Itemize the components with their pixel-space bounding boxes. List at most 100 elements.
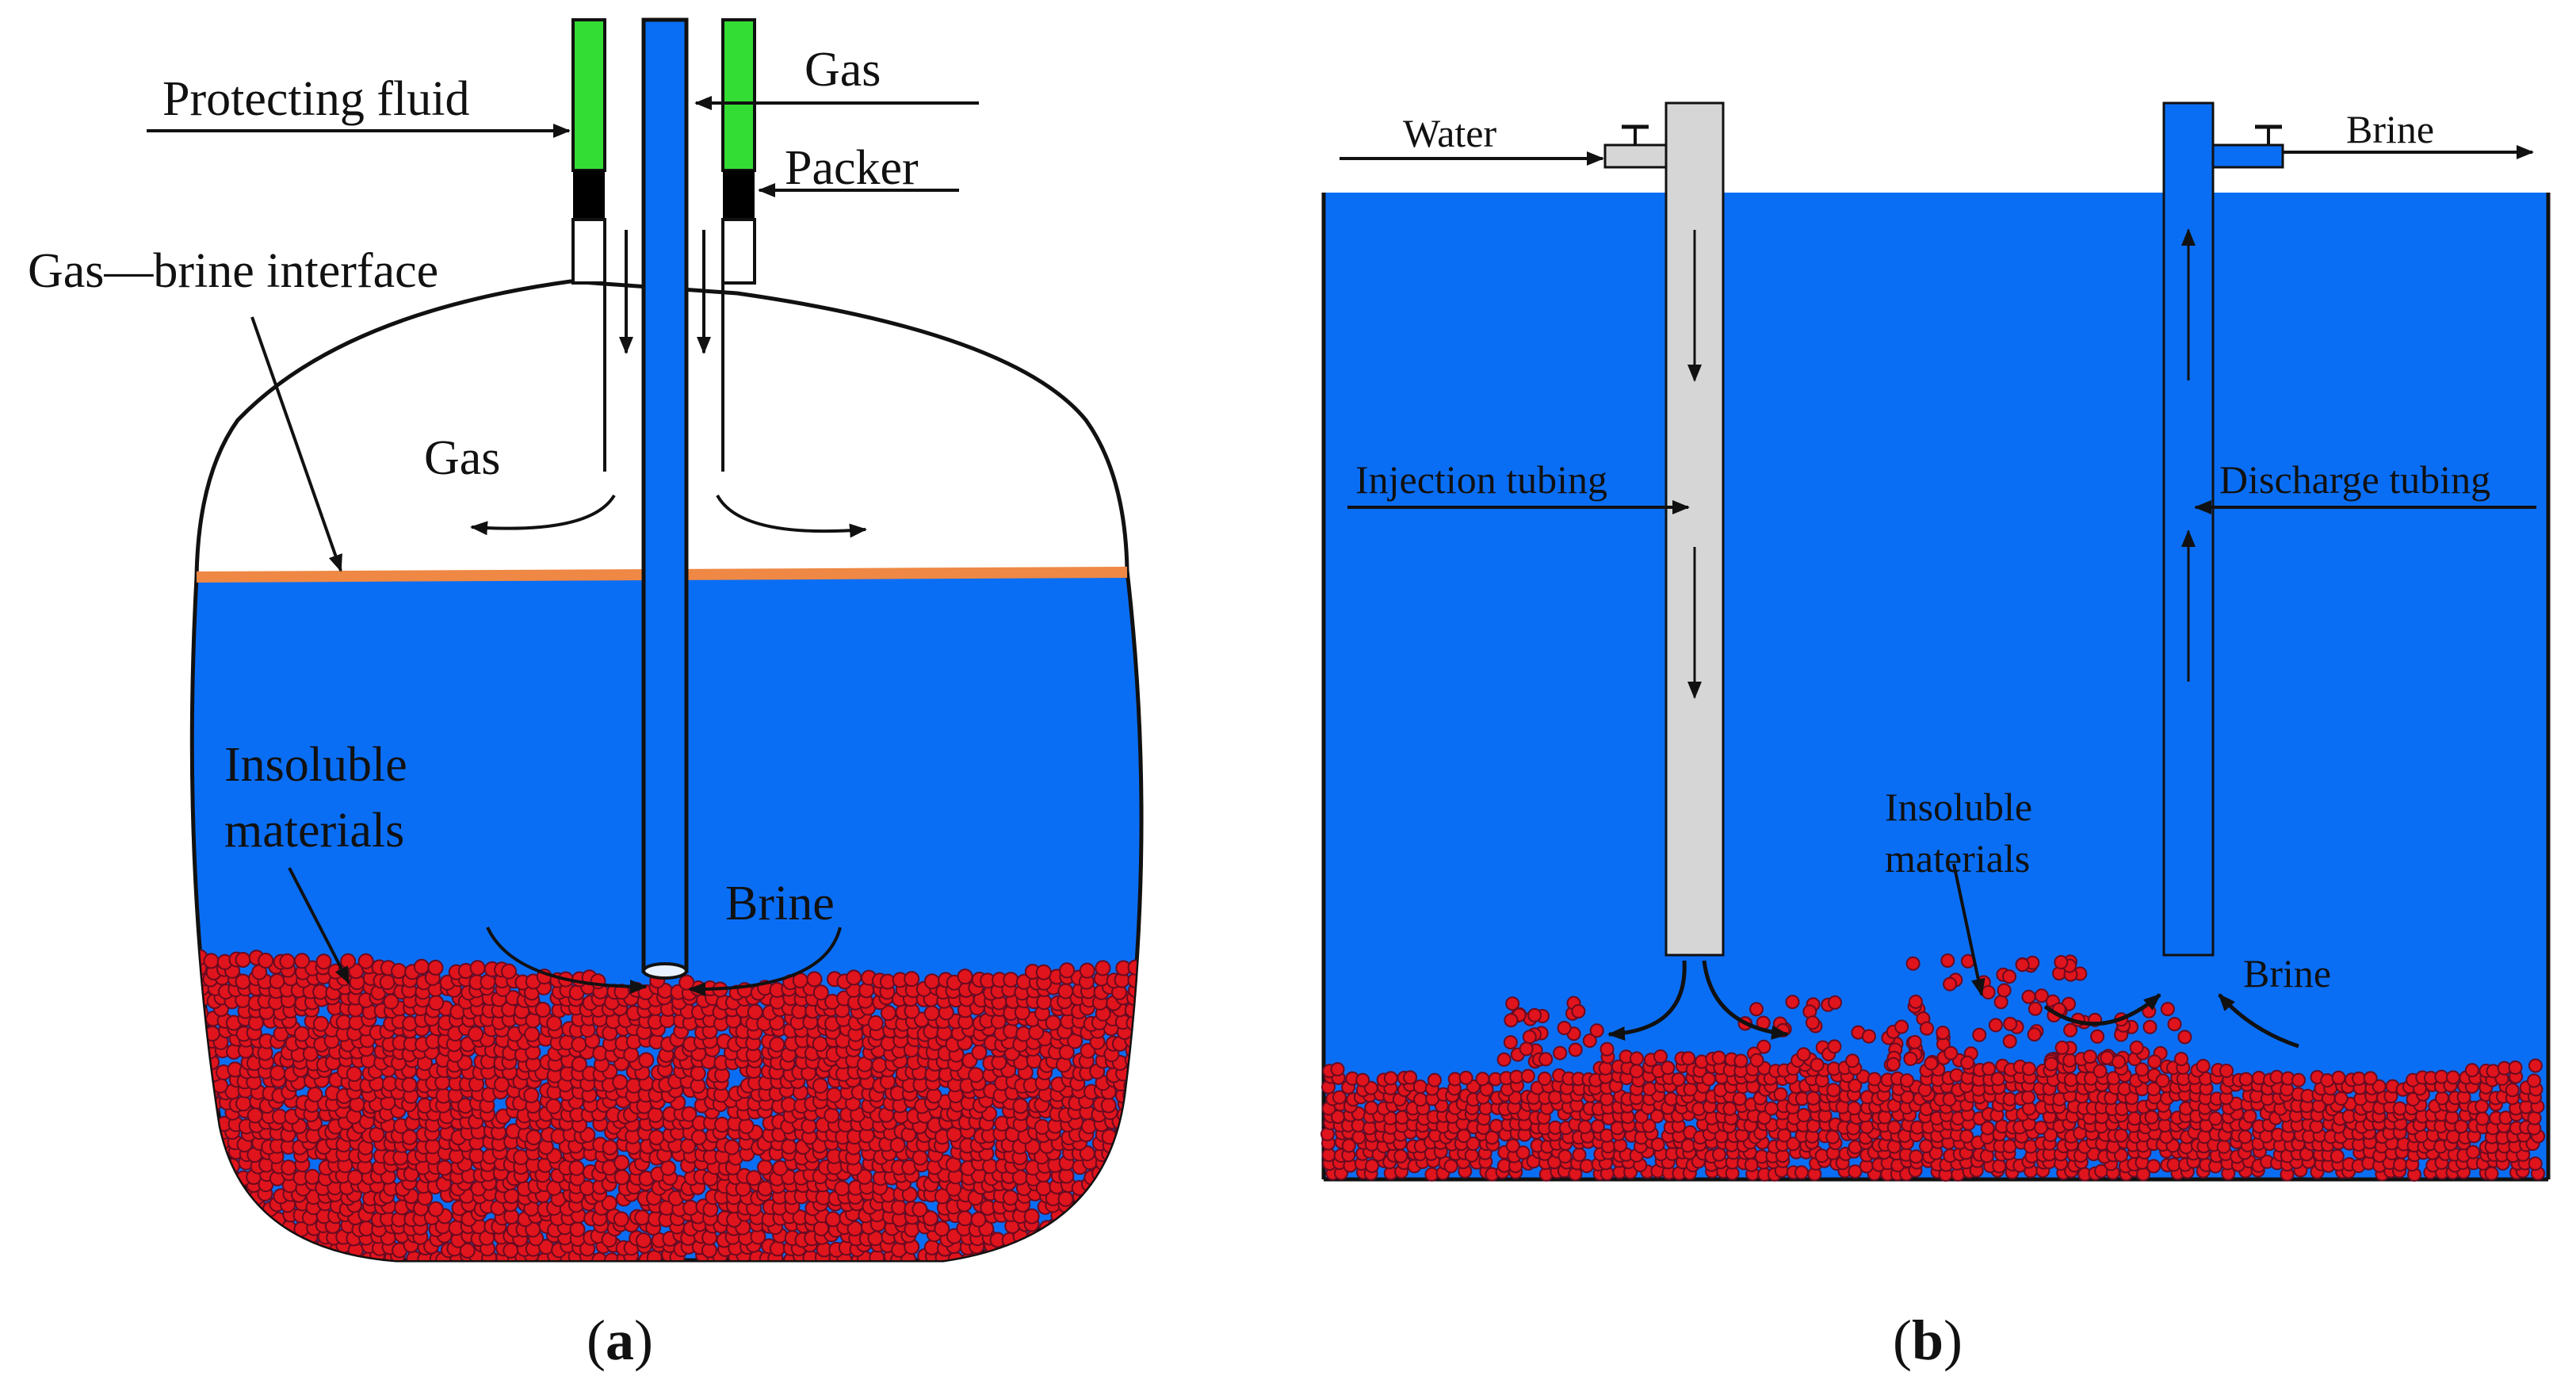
insoluble-particle [1992, 1159, 2007, 1174]
insoluble-particle [1036, 1249, 1052, 1260]
insoluble-particle [1047, 1249, 1063, 1260]
insoluble-particle [1003, 1022, 1019, 1039]
brine-outlet-label: Brine [2346, 107, 2434, 151]
insoluble-particle [192, 1031, 207, 1048]
insoluble-particle [1413, 1092, 1428, 1107]
insoluble-particle [904, 971, 920, 988]
insoluble-particle [246, 1219, 262, 1236]
insoluble-particle [903, 1259, 919, 1260]
insoluble-particle [1943, 1045, 1959, 1060]
insoluble-particle [1810, 1057, 1825, 1072]
insoluble-particle [795, 1263, 809, 1277]
insoluble-particle [206, 1208, 223, 1225]
insoluble-particle [558, 1264, 572, 1278]
insoluble-particle [1126, 1241, 1142, 1257]
insoluble-particle [582, 1263, 596, 1278]
insoluble-particle [846, 969, 862, 986]
insoluble-particle [1796, 1047, 1811, 1062]
insoluble-particle [192, 1156, 207, 1173]
insoluble-particle [2147, 1054, 2162, 1069]
insoluble-particle [826, 1087, 843, 1103]
insoluble-particle [428, 995, 445, 1011]
insoluble-particle [192, 1206, 197, 1222]
insoluble-particle [192, 1033, 195, 1049]
insoluble-particle [2363, 1071, 2378, 1086]
insoluble-particle [1919, 1139, 1933, 1154]
insoluble-particle [1100, 1097, 1117, 1114]
insoluble-particle [636, 1232, 652, 1248]
insoluble-particle [1993, 995, 2008, 1010]
insoluble-particle [2090, 1029, 2105, 1044]
insoluble-particle [281, 1242, 298, 1259]
insoluble-particle [1859, 1119, 1875, 1134]
insoluble-particle [923, 1239, 940, 1255]
insoluble-particle [1427, 1072, 1442, 1087]
insoluble-particle [2475, 1099, 2490, 1114]
insoluble-particle [1072, 1201, 1089, 1217]
insoluble-particle [324, 1259, 341, 1260]
insoluble-particle [1114, 1190, 1131, 1207]
insoluble-particle [203, 1248, 219, 1260]
insoluble-particle [194, 1177, 211, 1194]
insoluble-particle [212, 1238, 229, 1255]
insoluble-particle [1035, 1240, 1052, 1257]
insoluble-particle [1104, 1190, 1121, 1206]
injection-tubing-label: Injection tubing [1355, 457, 1607, 502]
insoluble-particle [2129, 1040, 2144, 1055]
insoluble-particle [192, 1226, 199, 1243]
insoluble-particle [1577, 1119, 1592, 1134]
insoluble-particle [757, 1180, 774, 1197]
insoluble-particle [690, 1129, 707, 1145]
valve-icon [2255, 124, 2282, 145]
insoluble-particle [2445, 1070, 2460, 1085]
insoluble-particle [258, 953, 274, 969]
insoluble-particle [1095, 960, 1111, 976]
insoluble-particle [1749, 1002, 1764, 1017]
cavern-gas-label: Gas [424, 431, 500, 485]
insoluble-particle [240, 1218, 257, 1235]
insoluble-particle [204, 1118, 220, 1134]
insoluble-particle [1722, 1101, 1737, 1116]
insoluble-particle [1845, 1053, 1860, 1068]
insoluble-particle [871, 1057, 888, 1073]
insoluble-particle [206, 1137, 223, 1153]
insoluble-particle [460, 1259, 476, 1260]
insoluble-particle [526, 1129, 542, 1145]
insoluble-particle [1571, 1004, 1586, 1018]
insoluble-particle [1128, 1063, 1142, 1080]
insoluble-particle [1908, 994, 1923, 1009]
insoluble-particle [1878, 1110, 1892, 1125]
insoluble-particle [1123, 1113, 1140, 1129]
insoluble-particle [227, 1197, 243, 1213]
insoluble-particle [250, 1228, 266, 1244]
insoluble-particle [1057, 983, 1074, 999]
insoluble-particle [1443, 1159, 1458, 1174]
insoluble-particle [2174, 1052, 2188, 1067]
insoluble-particle [192, 1248, 208, 1260]
insoluble-particle [2475, 1111, 2490, 1126]
insoluble-particle [303, 1259, 319, 1260]
insoluble-particle [205, 1239, 222, 1255]
insoluble-particle [1920, 1021, 1934, 1036]
insoluble-particle [1599, 1041, 1615, 1057]
insoluble-particle [2238, 1072, 2253, 1087]
insoluble-particle [1091, 1201, 1107, 1217]
insoluble-particle [682, 1199, 699, 1216]
insoluble-particle [2021, 1061, 2036, 1076]
insoluble-particle [2219, 1064, 2234, 1078]
insoluble-particle [1825, 1129, 1840, 1145]
insoluble-particle [812, 984, 829, 1001]
insoluble-particle [195, 1117, 212, 1133]
insoluble-particle [1126, 1170, 1142, 1187]
insoluble-particle [192, 1146, 199, 1163]
insoluble-particle [1988, 1018, 2003, 1033]
insoluble-particle [413, 958, 430, 975]
insoluble-materials-label-line1: Insoluble [1885, 785, 2032, 829]
insoluble-particle [738, 1118, 755, 1134]
insoluble-particle [203, 1165, 220, 1182]
insoluble-particle [1351, 1129, 1366, 1145]
insoluble-particle [634, 1209, 651, 1226]
insoluble-particle [1403, 1070, 1418, 1085]
insoluble-particle [269, 1064, 286, 1081]
